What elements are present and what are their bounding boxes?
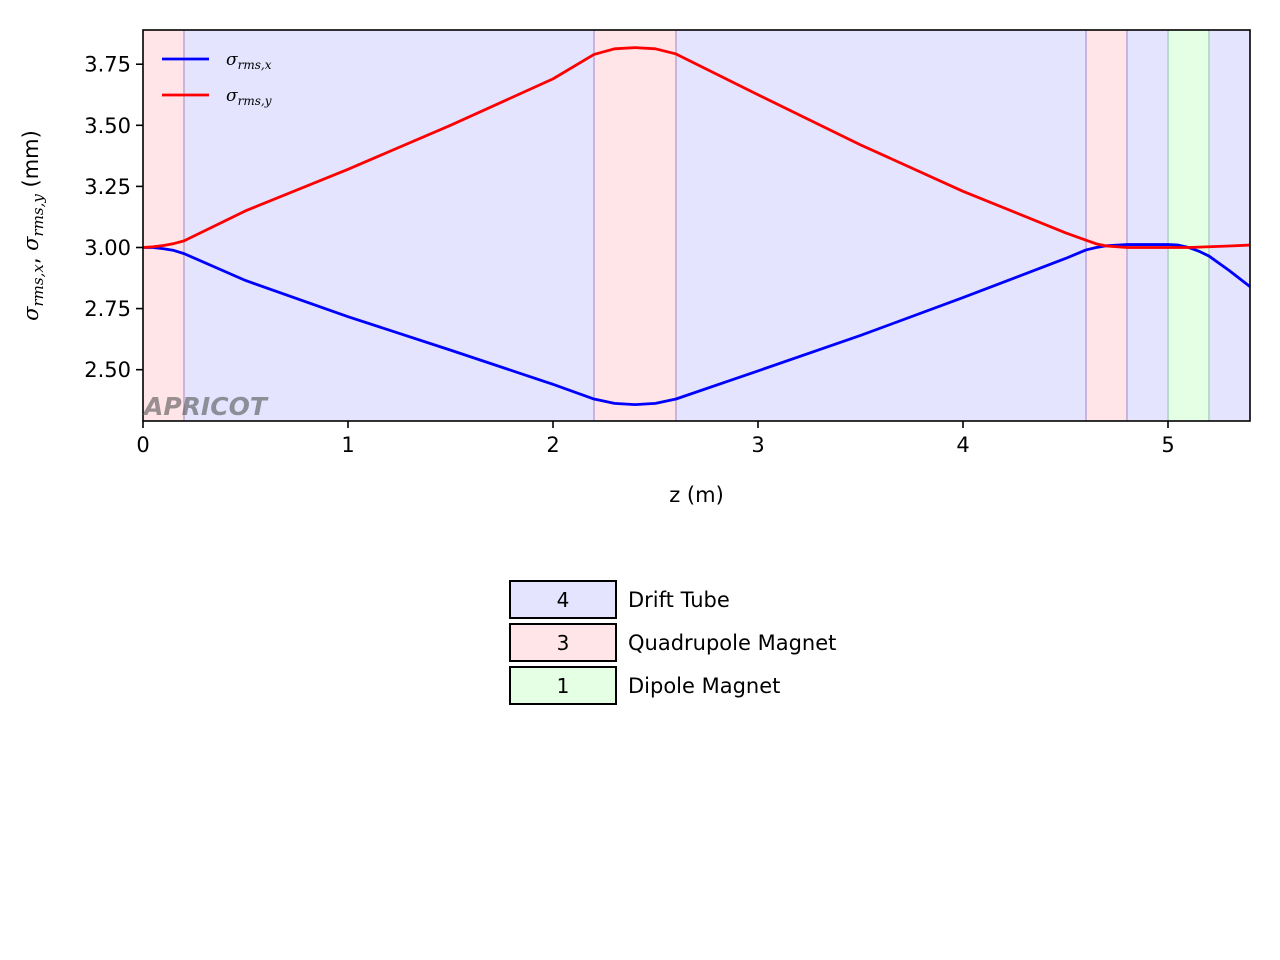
element-band-quad [143, 30, 184, 421]
legend-label: σrms,y [226, 86, 272, 108]
element-row: 1 Dipole Magnet [508, 666, 837, 709]
x-tick-label: 3 [751, 433, 764, 457]
x-tick-label: 4 [956, 433, 969, 457]
element-count-box: 1 [509, 666, 617, 705]
y-tick-label: 3.50 [84, 114, 131, 138]
plot-frame [142, 29, 1251, 422]
x-tick-label: 0 [136, 433, 149, 457]
element-name: Quadrupole Magnet [628, 630, 837, 655]
y-tick-label: 2.75 [84, 297, 131, 321]
y-tick-label: 3.25 [84, 175, 131, 199]
element-bands [143, 30, 1250, 421]
element-band-drift [676, 30, 1086, 421]
element-name: Dipole Magnet [628, 673, 781, 698]
element-band-quad [1086, 30, 1127, 421]
x-axis-label: z (m) [669, 483, 724, 507]
element-band-drift [1127, 30, 1168, 421]
watermark: APRICOT [142, 392, 269, 421]
y-axis-ticks: 2.50 2.75 3.00 3.25 3.50 3.75 [84, 53, 143, 382]
x-tick-label: 2 [546, 433, 559, 457]
beam-size-chart: 0 1 2 3 4 5 2.50 2.75 3.00 3.25 3.50 3.75 z (m) σr… [19, 29, 1251, 507]
x-tick-label: 5 [1161, 433, 1174, 457]
x-axis-ticks: 0 1 2 3 4 5 [136, 421, 1175, 457]
series-line-rms-x [143, 243, 1251, 407]
element-band-drift [184, 30, 594, 421]
y-tick-label: 2.50 [84, 358, 131, 382]
legend-label: σrms,x [226, 50, 272, 72]
element-band-quad [594, 30, 676, 421]
element-row: 3 Quadrupole Magnet [508, 623, 837, 666]
element-summary-table: 4 Drift Tube 3 Quadrupole Magnet 1 Dipole Mag… [508, 580, 837, 709]
element-name: Drift Tube [628, 587, 730, 612]
element-count-box: 4 [509, 580, 617, 619]
chart-legend: σrms,x σrms,y [162, 50, 272, 108]
element-row: 4 Drift Tube [508, 580, 837, 623]
series-line-rms-y [142, 46, 1251, 249]
y-tick-label: 3.00 [84, 236, 131, 260]
x-tick-label: 1 [341, 433, 354, 457]
y-axis-label: σrms,x, σrms,y (mm) [19, 130, 47, 321]
y-tick-label: 3.75 [84, 53, 131, 77]
series-lines [142, 46, 1251, 407]
element-band-dipole [1168, 30, 1209, 421]
element-count-box: 3 [509, 623, 617, 662]
element-band-drift [1209, 30, 1250, 421]
